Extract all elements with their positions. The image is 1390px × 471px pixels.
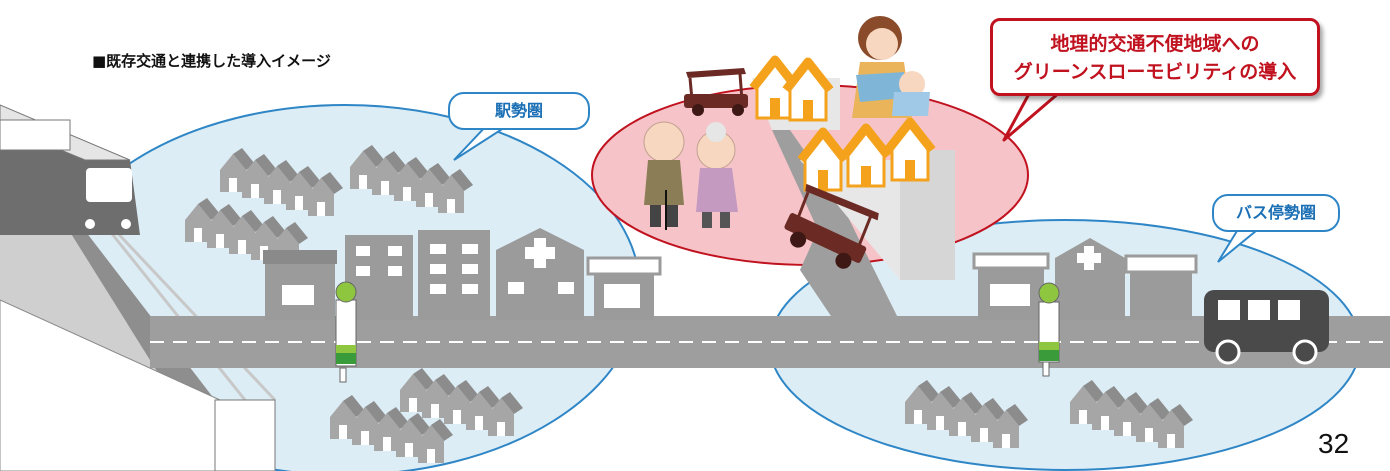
train-icon bbox=[0, 104, 140, 235]
golf-cart-icon-1 bbox=[684, 68, 748, 116]
elderly-couple-icon bbox=[643, 121, 738, 230]
buildings-bus-area bbox=[972, 238, 1198, 320]
hospital-icon bbox=[496, 228, 584, 320]
callout-line-2: グリーンスローモビリティの導入 bbox=[1013, 61, 1297, 83]
bus-stop-icon-1 bbox=[335, 281, 357, 383]
bus-icon bbox=[1204, 290, 1329, 365]
shop-icon bbox=[586, 256, 662, 320]
golf-cart-icon-2 bbox=[784, 183, 879, 269]
bus-stop-area-label: バス停勢圏 bbox=[1212, 194, 1340, 232]
figure-caption: ■既存交通と連携した導入イメージ bbox=[92, 52, 331, 70]
callout-box: 地理的交通不便地域への グリーンスローモビリティの導入 bbox=[990, 18, 1320, 96]
mother-baby-icon bbox=[852, 16, 930, 118]
page-number: 32 bbox=[1318, 428, 1350, 459]
buildings-station bbox=[263, 230, 490, 320]
station-area-label: 駅勢圏 bbox=[448, 92, 590, 130]
callout-pointer bbox=[1002, 90, 1062, 142]
callout-line-1: 地理的交通不便地域への bbox=[1050, 33, 1260, 55]
bus-stop-icon-2 bbox=[1038, 282, 1060, 377]
road bbox=[150, 130, 1390, 368]
